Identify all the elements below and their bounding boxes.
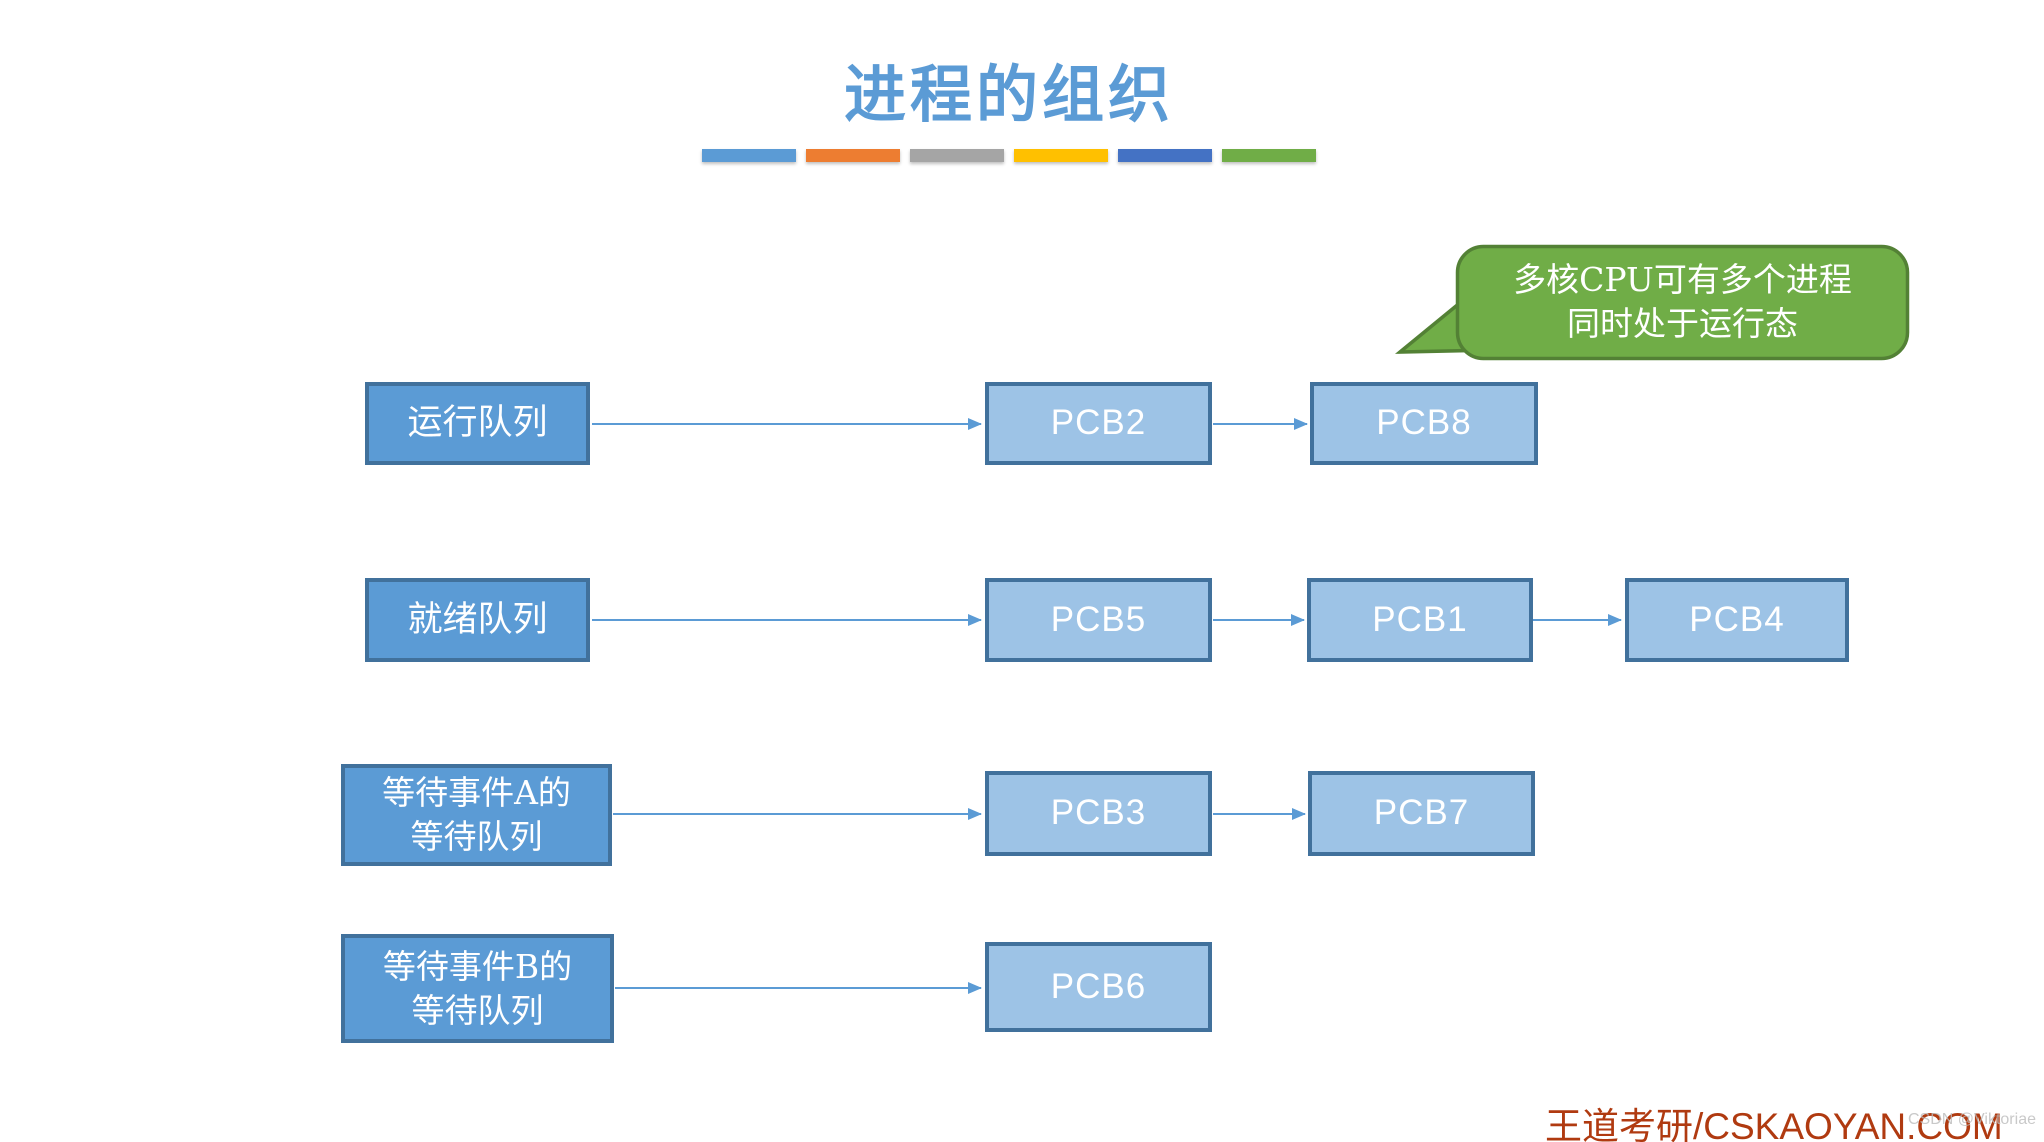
page-title: 进程的组织 xyxy=(843,58,1174,131)
queue-box-running: 运行队列 xyxy=(365,382,590,465)
accent-bar-gray xyxy=(910,149,1004,162)
callout-line: 同时处于运行态 xyxy=(1567,304,1798,343)
queue-label: 等待队列 xyxy=(410,817,543,856)
pcb-node-pcb8: PCB8 xyxy=(1310,382,1538,465)
accent-bar-yellow xyxy=(1014,149,1108,162)
queue-box-wait-event-b: 等待事件B的 等待队列 xyxy=(341,934,614,1043)
pcb-label: PCB3 xyxy=(1050,793,1147,833)
pcb-node-pcb3: PCB3 xyxy=(985,771,1212,856)
pcb-label: PCB5 xyxy=(1050,599,1147,639)
pcb-node-pcb7: PCB7 xyxy=(1308,771,1535,856)
pcb-node-pcb2: PCB2 xyxy=(985,382,1212,465)
csdn-watermark: CSDN @Viktoriae xyxy=(1908,1111,2036,1128)
callout-line: 多核CPU可有多个进程 xyxy=(1513,260,1852,300)
pcb-label: PCB4 xyxy=(1689,599,1785,639)
pcb-label: PCB1 xyxy=(1372,599,1468,639)
title-accent-bars xyxy=(702,149,1316,162)
callout-note: 多核CPU可有多个进程 同时处于运行态 xyxy=(1456,245,1909,359)
queue-label: 就绪队列 xyxy=(407,599,548,640)
pcb-node-pcb1: PCB1 xyxy=(1307,578,1533,662)
queue-label: 运行队列 xyxy=(407,403,548,444)
accent-bar-navy xyxy=(1118,149,1212,162)
queue-label: 等待队列 xyxy=(411,990,544,1030)
brand-text: 王道考研/CSKAOYAN.COM xyxy=(1545,1106,2003,1142)
pcb-label: PCB7 xyxy=(1373,793,1470,833)
queue-box-ready: 就绪队列 xyxy=(365,578,590,662)
pcb-node-pcb6: PCB6 xyxy=(985,942,1212,1032)
pcb-label: PCB8 xyxy=(1376,403,1472,443)
accent-bar-orange xyxy=(806,149,900,162)
pcb-label: PCB2 xyxy=(1050,403,1147,443)
accent-bar-green xyxy=(1222,149,1316,162)
queue-box-wait-event-a: 等待事件A的 等待队列 xyxy=(341,764,612,866)
pcb-node-pcb4: PCB4 xyxy=(1625,578,1849,662)
queue-label: 等待事件A的 xyxy=(382,773,571,813)
queue-label: 等待事件B的 xyxy=(382,946,573,986)
accent-bar-blue xyxy=(702,149,796,162)
pcb-node-pcb5: PCB5 xyxy=(985,578,1212,662)
pcb-label: PCB6 xyxy=(1050,966,1147,1006)
